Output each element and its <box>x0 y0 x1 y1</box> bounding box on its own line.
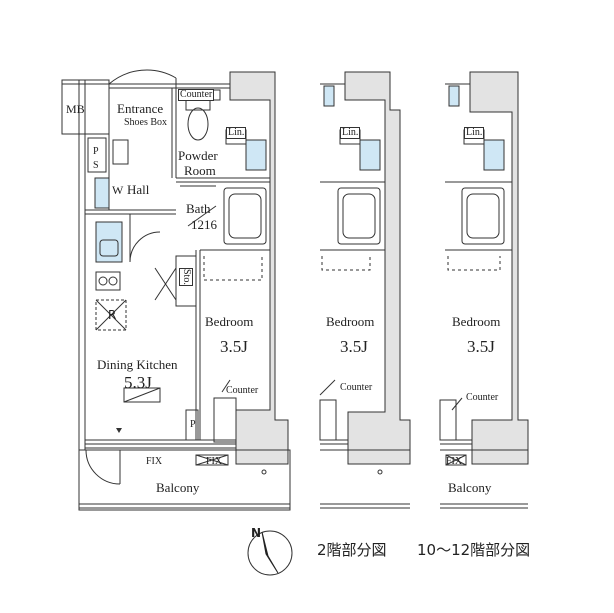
mb-label: MB <box>66 102 85 116</box>
sto-label: Sto. <box>179 268 193 286</box>
fix-label-3: FIX <box>446 456 463 467</box>
powder-room-line1: Powder <box>178 148 218 163</box>
bedroom-label-1: Bedroom <box>205 314 254 329</box>
counter-label-3: Counter <box>466 392 499 403</box>
north-arrow <box>261 531 279 574</box>
toilet <box>187 107 209 141</box>
bathtub <box>223 187 267 245</box>
ps-shaft <box>87 137 107 173</box>
bedroom-size-3: 3.5J <box>467 337 495 356</box>
shoes-box-label: Shoes Box <box>124 117 168 128</box>
cooktop <box>95 271 121 291</box>
left-wall <box>78 79 86 451</box>
ps-label: P S <box>93 146 99 171</box>
caption-floor-2: 2階部分図 <box>317 541 387 559</box>
counter-top-label: Counter <box>178 89 215 101</box>
w-label: W <box>112 183 124 197</box>
p-label: P <box>190 419 196 430</box>
entrance-door-swing <box>108 69 177 85</box>
right-shaft <box>229 71 289 465</box>
fix-label-2: FIX <box>206 456 223 467</box>
counter-label-1: Counter <box>226 385 259 396</box>
balcony-label-1: Balcony <box>156 480 200 495</box>
bath-size-label: 1216 <box>191 217 217 232</box>
lin-label-3: Lin. <box>464 127 485 139</box>
counter-label-2: Counter <box>340 382 373 393</box>
plan3-shaft <box>469 71 529 465</box>
bedroom-label-2: Bedroom <box>326 314 375 329</box>
fridge-space <box>95 299 127 331</box>
bedroom-size-1: 3.5J <box>220 337 248 356</box>
bedroom-size-2: 3.5J <box>340 337 368 356</box>
shoes-box <box>112 139 129 165</box>
caption-floors-10-12: 10～12階部分図 <box>417 541 531 559</box>
dining-kitchen-label: Dining Kitchen <box>97 357 178 372</box>
compass-north-label: N <box>251 526 262 540</box>
bath-label: Bath <box>186 201 211 216</box>
entrance-label: Entrance <box>117 101 164 116</box>
fix-label-1: FIX <box>146 456 163 467</box>
lin-label-1: Lin. <box>226 127 247 139</box>
bedroom-label-3: Bedroom <box>452 314 501 329</box>
plan2-shaft <box>344 71 411 465</box>
compass-circle <box>247 530 293 576</box>
hall-label: Hall <box>127 182 150 197</box>
powder-room-line2: Room <box>184 163 216 178</box>
lin-label-2: Lin. <box>340 127 361 139</box>
dining-kitchen-size: 5.3J <box>124 373 152 392</box>
r-label: R <box>108 308 117 322</box>
balcony-label-3: Balcony <box>448 480 492 495</box>
